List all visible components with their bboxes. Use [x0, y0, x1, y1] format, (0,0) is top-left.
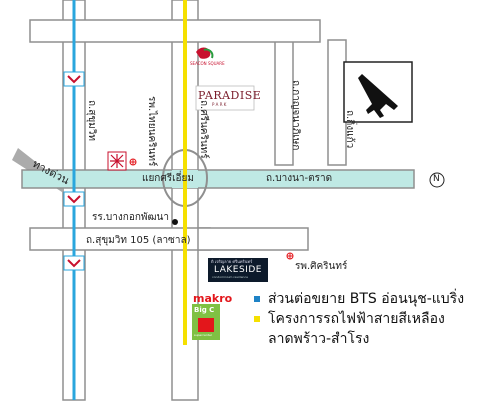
- bts-station-icon: [63, 255, 85, 271]
- lakeside-logo-text: LAKESIDE: [214, 265, 262, 275]
- srinakarin-label: ถ.ศรีนครินทร์: [198, 100, 209, 159]
- thai-nakarin-hospital-label: รพ.ไทยนครินทร์: [146, 96, 157, 167]
- lakeside-top-text: ดิ เจริญลาย ศรีนครินทร์: [211, 259, 253, 264]
- bts-station-icon: [63, 191, 85, 207]
- airport-icon: [343, 61, 413, 123]
- makro-logo-text: makro: [193, 292, 233, 305]
- sukhumvit-label: ถ.สุขุมวิท: [86, 100, 97, 141]
- legend-yellow-square: [254, 316, 260, 322]
- legend-blue-square: [254, 296, 260, 302]
- siki-hospital-label: รพ.ศิครินทร์: [295, 261, 348, 272]
- compass-icon: [429, 172, 445, 188]
- lakeside-logo-box: [208, 258, 268, 282]
- bangna-trad-road: [21, 169, 415, 189]
- legend-bts-label: ส่วนต่อขยาย BTS อ่อนนุช-แบริ่ง: [268, 291, 465, 307]
- paradise-logo-subtext: P A R K: [212, 102, 227, 107]
- king-kaew-label: ถ.กิ่งแก้ว: [344, 110, 355, 149]
- right-lower-road: [197, 227, 309, 251]
- bigc-logo-text: Big C: [194, 306, 215, 314]
- bts-station-icon: [63, 71, 85, 87]
- school-marker: [172, 219, 178, 225]
- lakeside-bottom-text: condominium residence: [212, 275, 248, 279]
- paradise-logo-box: [195, 85, 255, 111]
- hospital-emblem-icon: [107, 151, 127, 171]
- bigc-sub-text: supercenter: [194, 333, 213, 337]
- legend-yellow-line-label-2: ลาดพร้าว-สำโรง: [268, 331, 370, 347]
- intersection-label: แยกศรีเอี่ยม: [142, 173, 194, 184]
- hospital-icon: [129, 158, 137, 166]
- hospital-icon: [286, 252, 294, 260]
- compass-label: N: [433, 174, 440, 184]
- kanchanaphisek-label: ถ.กาญจนาภิเษก: [290, 80, 301, 151]
- sukhumvit-105-label: ถ.สุขุมวิท 105 (ลาซาล): [86, 235, 191, 246]
- school-label: รร.บางกอกพัฒนา: [92, 212, 169, 223]
- paradise-logo-text: PARADISE: [198, 89, 262, 102]
- bigc-logo-inner: [198, 318, 214, 332]
- seacon-logo-icon: [196, 47, 214, 59]
- top-road: [29, 19, 321, 43]
- legend-yellow-line-label-1: โครงการรถไฟฟ้าสายสีเหลือง: [268, 311, 445, 327]
- seacon-logo-text: SEACON SQUARE: [190, 61, 225, 66]
- bangna-trad-label: ถ.บางนา-ตราด: [266, 173, 333, 184]
